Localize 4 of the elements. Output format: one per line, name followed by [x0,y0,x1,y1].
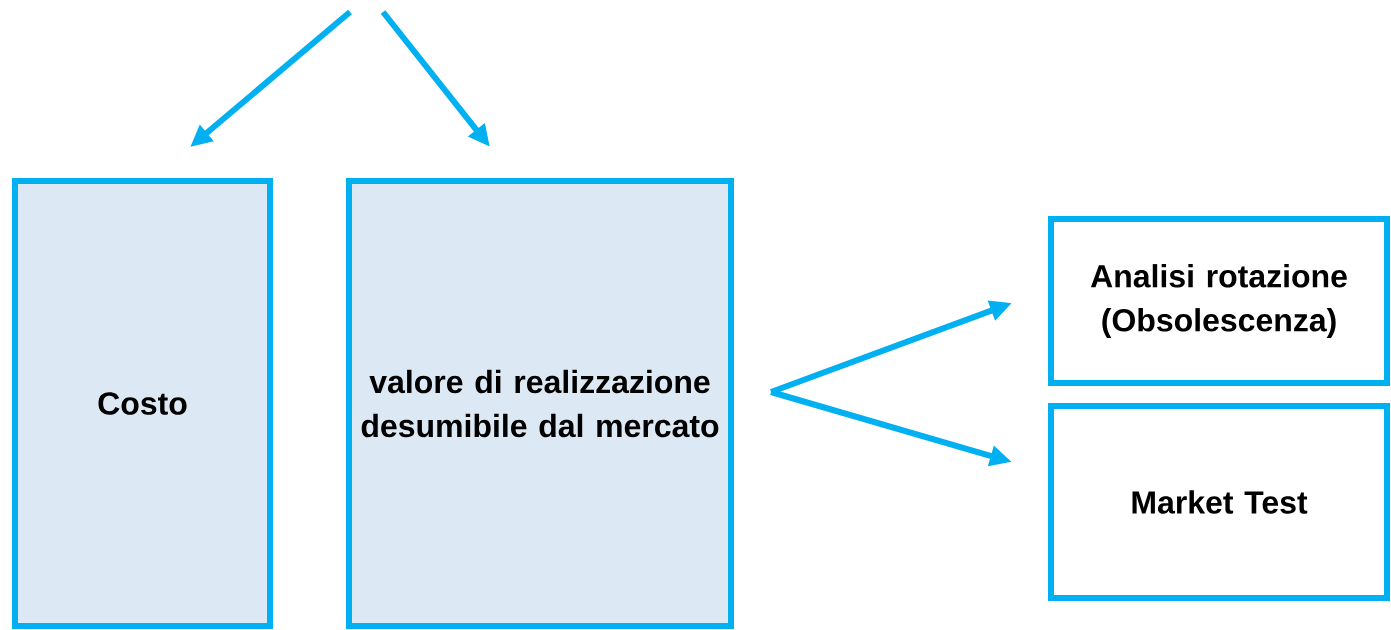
text-box: Analisi rotazione (Obsolescenza) [1048,216,1390,386]
text-box: Costo [12,178,273,629]
text-box: Market Test [1048,403,1390,601]
text-box: valore di realizzazione desumibile dal mercato [346,178,734,629]
